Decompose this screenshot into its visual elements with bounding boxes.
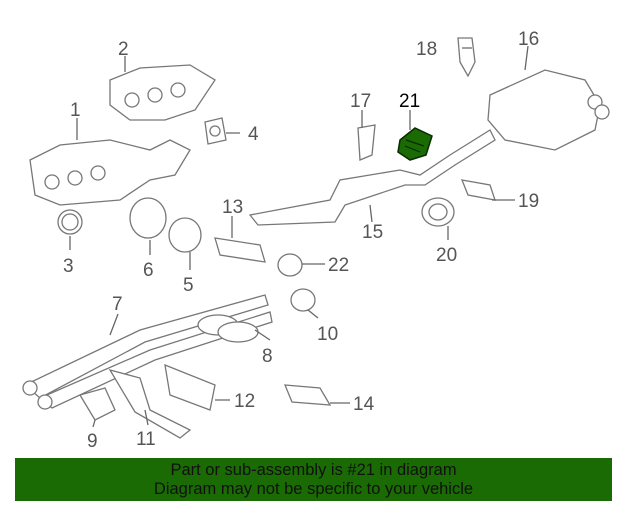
callout-19: 19 bbox=[518, 191, 539, 212]
heat-shield-cap-6[interactable] bbox=[129, 197, 167, 239]
callout-5: 5 bbox=[183, 275, 194, 296]
callout-2: 2 bbox=[118, 39, 129, 60]
callout-12: 12 bbox=[234, 391, 255, 412]
banner-line-1: Part or sub-assembly is #21 in diagram bbox=[170, 461, 457, 479]
center-muffler-pipe[interactable] bbox=[248, 129, 496, 226]
gasket-plate[interactable] bbox=[204, 117, 227, 145]
bracket-14[interactable] bbox=[283, 384, 332, 406]
callout-9: 9 bbox=[87, 431, 98, 452]
callout-18: 18 bbox=[416, 39, 437, 60]
callout-16: 16 bbox=[518, 29, 539, 50]
bracket-11[interactable] bbox=[108, 368, 192, 439]
hanger-17[interactable] bbox=[357, 124, 376, 161]
callout-17: 17 bbox=[350, 91, 371, 112]
callout-22: 22 bbox=[328, 255, 349, 276]
part-21-highlighted[interactable] bbox=[397, 127, 433, 161]
callout-7: 7 bbox=[112, 294, 123, 315]
banner-line-2: Diagram may not be specific to your vehi… bbox=[153, 480, 474, 498]
exhaust-manifold-rear[interactable] bbox=[109, 64, 216, 121]
hanger-18[interactable] bbox=[457, 37, 476, 78]
bracket-9[interactable] bbox=[79, 387, 116, 421]
heat-shield-cap-5[interactable] bbox=[168, 217, 202, 253]
callout-21: 21 bbox=[399, 91, 420, 112]
clamp-20[interactable] bbox=[421, 197, 455, 227]
clamp-19[interactable] bbox=[460, 179, 496, 201]
callout-14: 14 bbox=[353, 394, 375, 415]
exhaust-manifold-front[interactable] bbox=[29, 139, 191, 206]
callout-11: 11 bbox=[136, 429, 156, 450]
bracket-13[interactable] bbox=[214, 237, 266, 263]
bushing-22[interactable] bbox=[277, 253, 303, 277]
bushing-10[interactable] bbox=[290, 288, 316, 312]
callout-13: 13 bbox=[222, 197, 243, 218]
callout-1: 1 bbox=[70, 100, 81, 121]
callout-10: 10 bbox=[317, 324, 338, 345]
gasket-ring[interactable] bbox=[57, 209, 83, 235]
callout-6: 6 bbox=[143, 260, 154, 281]
bracket-12[interactable] bbox=[164, 363, 216, 411]
rear-muffler[interactable] bbox=[487, 69, 610, 151]
part-notice-banner: Part or sub-assembly is #21 in diagram D… bbox=[15, 458, 612, 501]
callout-15: 15 bbox=[362, 222, 383, 243]
callout-3: 3 bbox=[63, 256, 74, 277]
callout-4: 4 bbox=[248, 124, 259, 145]
leader-lines bbox=[69, 45, 529, 428]
callout-20: 20 bbox=[436, 245, 457, 266]
callout-8: 8 bbox=[262, 346, 273, 367]
